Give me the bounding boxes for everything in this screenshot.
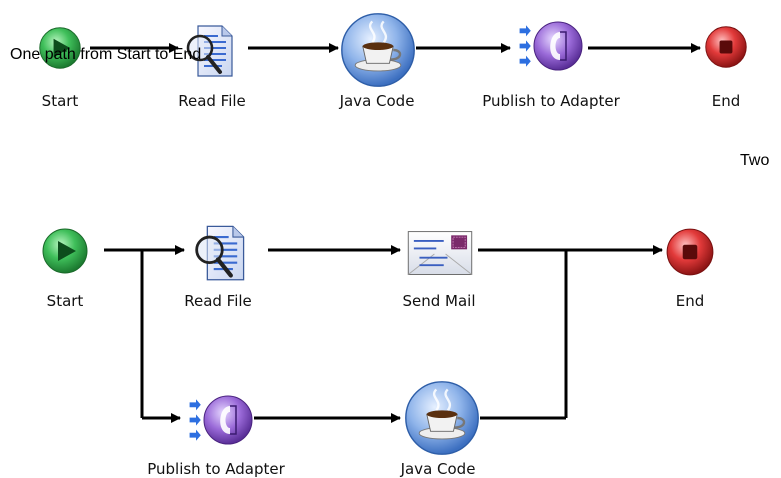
node-label-start: Start (41, 92, 79, 110)
top-diagram (39, 12, 747, 88)
node-label-read-file: Read File (178, 92, 246, 110)
read-file-icon[interactable] (197, 226, 244, 279)
node-label-end: End (675, 292, 705, 310)
publish-adapter-icon[interactable] (188, 395, 253, 445)
node-label-start: Start (46, 292, 84, 310)
publish-adapter-icon[interactable] (518, 21, 583, 71)
java-code-icon[interactable] (404, 380, 480, 456)
node-label-send-mail: Send Mail (402, 292, 476, 310)
send-mail-icon[interactable] (407, 230, 473, 276)
bottom-diagram (42, 226, 714, 456)
bottom-caption: Two (740, 152, 770, 169)
start-play-icon[interactable] (42, 228, 88, 274)
java-code-icon[interactable] (340, 12, 416, 88)
top-caption: One path from Start to End (10, 46, 202, 63)
node-label-publish-to-adapter: Publish to Adapter (147, 460, 285, 478)
node-label-read-file: Read File (184, 292, 252, 310)
node-label-publish-to-adapter: Publish to Adapter (482, 92, 620, 110)
end-stop-icon[interactable] (666, 228, 714, 276)
node-label-java-code: Java Code (339, 92, 415, 110)
node-label-end: End (711, 92, 741, 110)
node-label-java-code: Java Code (400, 460, 476, 478)
bottom-edges (104, 245, 663, 423)
end-stop-icon[interactable] (705, 26, 747, 68)
